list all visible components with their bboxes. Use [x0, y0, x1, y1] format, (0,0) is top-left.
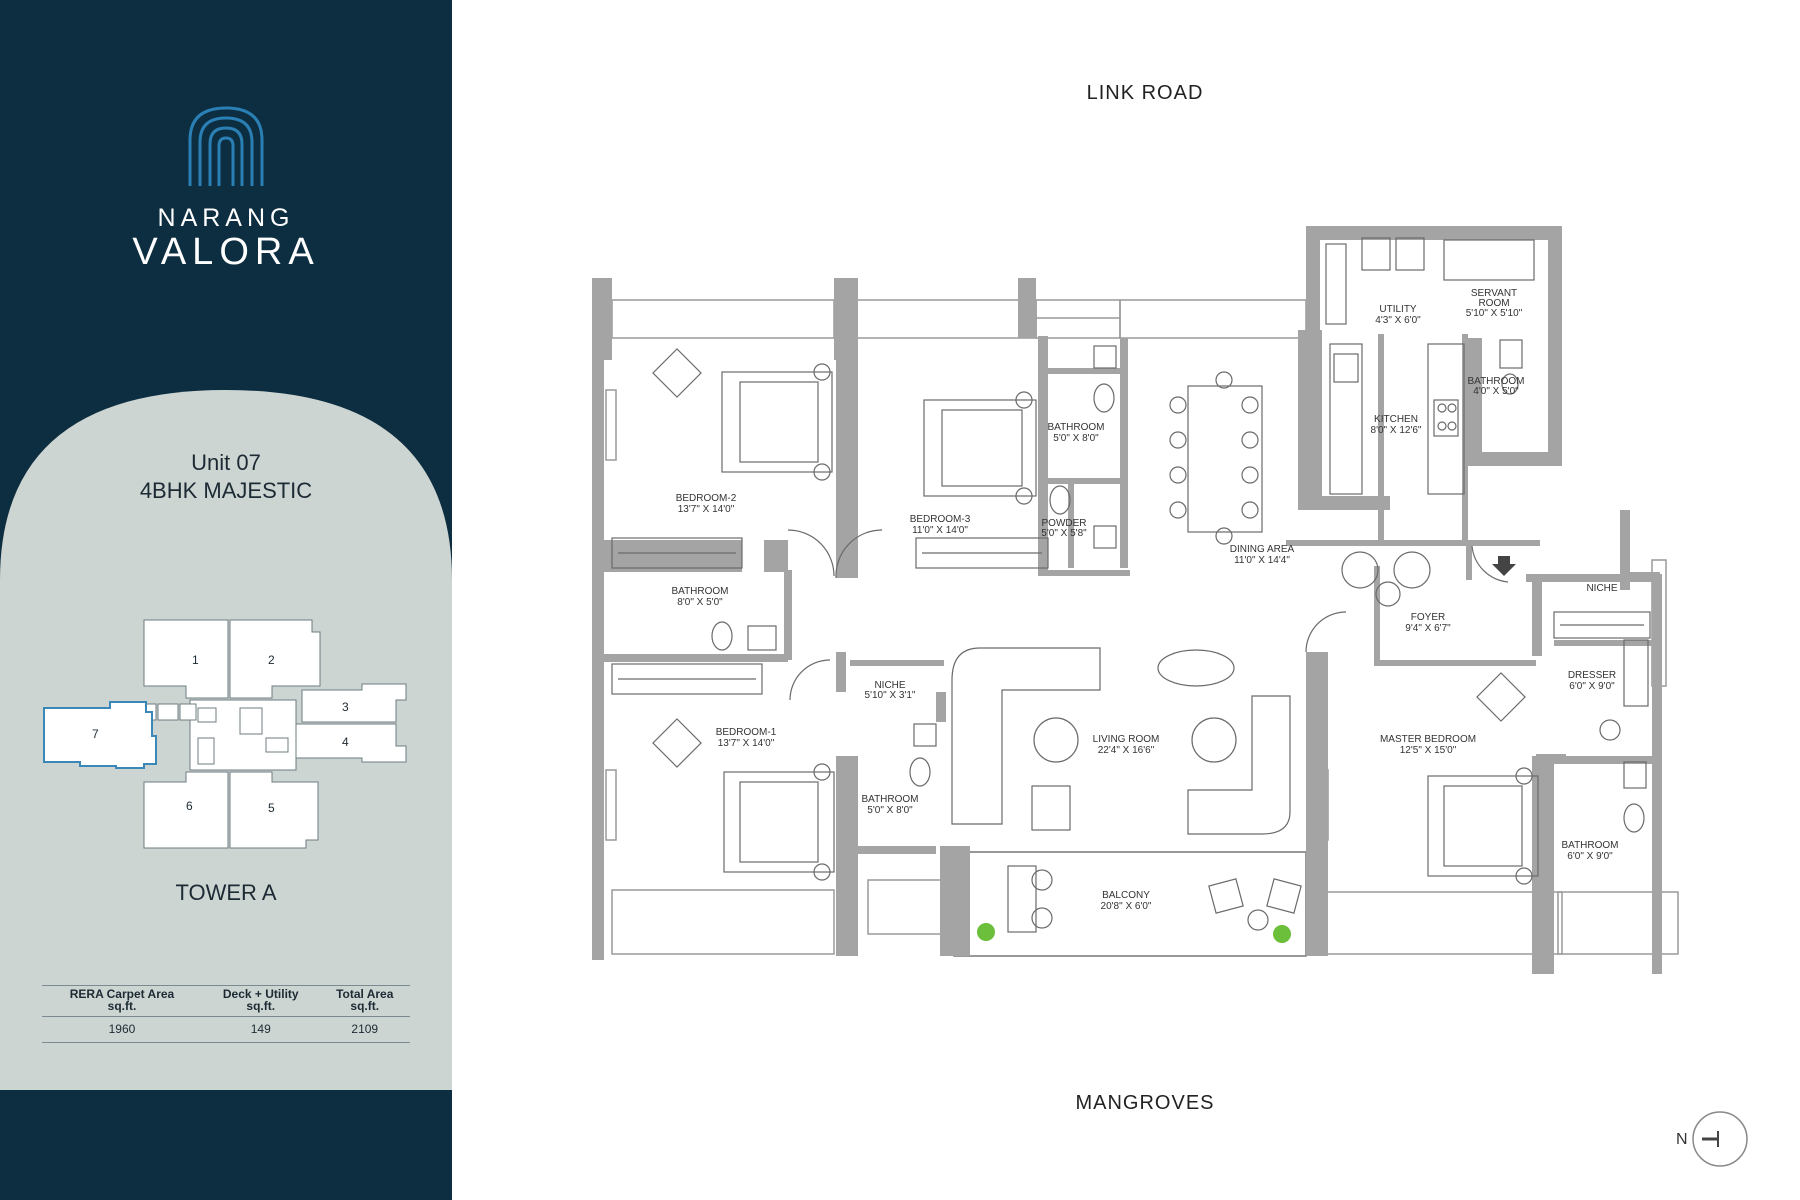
- window-strips: [605, 299, 1679, 955]
- niche-right-name: NICHE: [1586, 583, 1617, 594]
- walls: [592, 226, 1662, 974]
- bath-servant-name: BATHROOM: [1467, 376, 1524, 387]
- foyer-dim: 9'4" X 6'7": [1405, 623, 1451, 634]
- sidebar: NARANG VALORA Unit 07 4BHK MAJESTIC 1 2 …: [0, 0, 452, 1200]
- living-name: LIVING ROOM: [1093, 734, 1160, 745]
- bath-b3-dim: 5'0" X 8'0": [1053, 433, 1099, 444]
- foyer-name: FOYER: [1411, 612, 1445, 623]
- dresser-dim: 6'0" X 9'0": [1569, 681, 1615, 692]
- balcony-dim: 20'8" X 6'0": [1101, 901, 1152, 912]
- key-plan: 1 2 3 4 5 6 7: [43, 619, 407, 849]
- key-unit-7-label: 7: [92, 727, 99, 741]
- kitchen-dim: 8'0" X 12'6": [1371, 425, 1422, 436]
- area-value-deck: 149: [201, 1016, 320, 1043]
- key-unit-6-label: 6: [186, 799, 193, 813]
- dining-name: DINING AREA: [1230, 544, 1295, 555]
- bedroom3-dim: 11'0" X 14'0": [912, 525, 968, 536]
- brand-name-line2: VALORA: [132, 231, 320, 273]
- key-unit-2-shape: [229, 619, 321, 699]
- area-value-total: 2109: [319, 1016, 410, 1043]
- key-unit-2-label: 2: [268, 653, 275, 667]
- servant-dim: 5'10" X 5'10": [1466, 308, 1523, 319]
- bath-servant-dim: 4'0" X 5'0": [1473, 386, 1519, 397]
- dresser-name: DRESSER: [1568, 670, 1616, 681]
- powder-name: POWDER: [1042, 518, 1087, 529]
- plant-icons: [977, 923, 1291, 943]
- living-dim: 22'4" X 16'6": [1098, 745, 1155, 756]
- servant-name2: ROOM: [1478, 298, 1509, 309]
- area-value-rera: 1960: [42, 1016, 202, 1043]
- niche-left-name: NICHE: [874, 680, 905, 691]
- furniture: [611, 237, 1651, 933]
- bath-b3-name: BATHROOM: [1047, 422, 1104, 433]
- utility-name: UTILITY: [1379, 304, 1417, 315]
- bath-b1-dim: 5'0" X 8'0": [867, 805, 913, 816]
- compass-label: N: [1676, 1131, 1688, 1148]
- key-unit-5-shape: [229, 771, 319, 849]
- unit-type: 4BHK MAJESTIC: [139, 478, 313, 503]
- key-unit-1-label: 1: [192, 653, 199, 667]
- key-unit-5-label: 5: [268, 801, 275, 815]
- dining-dim: 11'0" X 14'4": [1234, 555, 1290, 566]
- master-name: MASTER BEDROOM: [1380, 734, 1476, 745]
- key-unit-3-shape: [301, 683, 407, 723]
- balcony-name: BALCONY: [1102, 890, 1150, 901]
- servant-name: SERVANT: [1471, 288, 1517, 299]
- master-dim: 12'5" X 15'0": [1400, 745, 1457, 756]
- key-unit-7-highlight: [43, 701, 157, 769]
- compass-icon: N: [1676, 1111, 1748, 1167]
- room-labels: BEDROOM-2 13'7" X 14'0" BEDROOM-3 11'0" …: [671, 288, 1618, 912]
- key-unit-6-shape: [143, 771, 229, 849]
- road-label-top: LINK ROAD: [1086, 82, 1204, 104]
- niche-left-dim: 5'10" X 3'1": [865, 690, 916, 701]
- bedroom2-name: BEDROOM-2: [676, 493, 737, 504]
- key-unit-3-label: 3: [342, 700, 349, 714]
- utility-dim: 4'3" X 6'0": [1375, 315, 1421, 326]
- bedroom2-dim: 13'7" X 14'0": [678, 504, 735, 515]
- brand-name-line1: NARANG: [157, 204, 295, 232]
- bath-master-name: BATHROOM: [1561, 840, 1618, 851]
- key-unit-1-shape: [143, 619, 229, 699]
- bath-master-dim: 6'0" X 9'0": [1567, 851, 1613, 862]
- bedroom1-dim: 13'7" X 14'0": [718, 738, 775, 749]
- bedroom3-name: BEDROOM-3: [910, 514, 971, 525]
- entry-arrow-icon: [1492, 556, 1516, 576]
- brand-logo-icon: [188, 106, 264, 186]
- powder-dim: 5'0" X 5'8": [1041, 528, 1087, 539]
- key-unit-4-shape: [295, 723, 407, 763]
- key-unit-4-label: 4: [342, 735, 349, 749]
- road-label-bottom: MANGROVES: [1075, 1092, 1215, 1114]
- bath-b2-name: BATHROOM: [671, 586, 728, 597]
- bath-b2-dim: 8'0" X 5'0": [677, 597, 723, 608]
- unit-number: Unit 07: [191, 450, 261, 475]
- tower-name: TOWER A: [175, 880, 277, 905]
- kitchen-name: KITCHEN: [1374, 414, 1418, 425]
- bath-b1-name: BATHROOM: [861, 794, 918, 805]
- bedroom1-name: BEDROOM-1: [716, 727, 777, 738]
